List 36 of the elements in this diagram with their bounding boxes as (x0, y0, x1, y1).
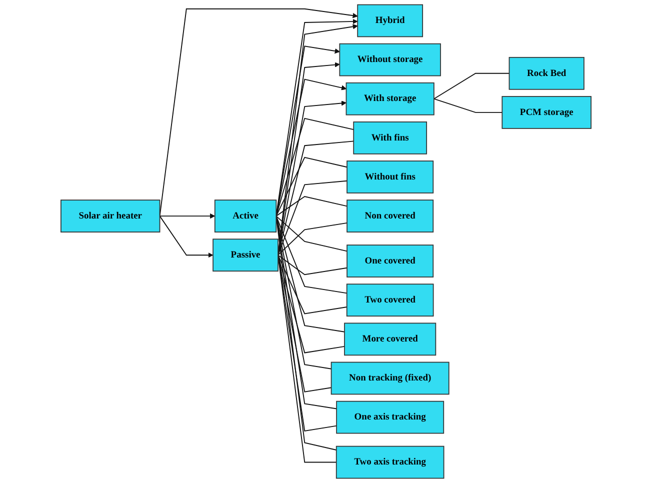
connector (278, 180, 348, 256)
node-box: Without fins (346, 160, 434, 194)
node-box: Hybrid (357, 4, 424, 38)
node-box: Non tracking (fixed) (330, 362, 450, 395)
connector (278, 254, 348, 276)
connector (276, 118, 354, 217)
node-box: Non covered (346, 200, 434, 232)
connector (433, 72, 510, 100)
node-box: Solar air heater (60, 200, 160, 232)
connector (278, 254, 348, 314)
connector (276, 216, 348, 252)
node-box: PCM storage (502, 96, 592, 129)
connector (276, 156, 348, 217)
connector (278, 140, 354, 256)
node-box: With storage (346, 82, 434, 116)
arrow (159, 216, 214, 258)
connector (433, 98, 503, 113)
arrow (159, 213, 216, 219)
connector (276, 216, 348, 294)
node-box: More covered (344, 322, 436, 356)
node-box: Without storage (339, 43, 441, 76)
node-box: With fins (353, 122, 428, 154)
node-box: Rock Bed (508, 56, 584, 90)
connector (278, 222, 348, 256)
arrow (278, 24, 358, 256)
node-box: Active (214, 200, 277, 232)
node-box: Two covered (346, 284, 434, 317)
arrow (159, 8, 358, 217)
node-box: Two axis tracking (336, 446, 444, 479)
arrow (278, 100, 346, 256)
node-box: One covered (346, 244, 434, 278)
arrow (276, 18, 358, 217)
connector (276, 196, 348, 217)
arrow (276, 78, 346, 217)
node-box: Passive (212, 238, 278, 272)
node-box: One axis tracking (336, 400, 444, 434)
